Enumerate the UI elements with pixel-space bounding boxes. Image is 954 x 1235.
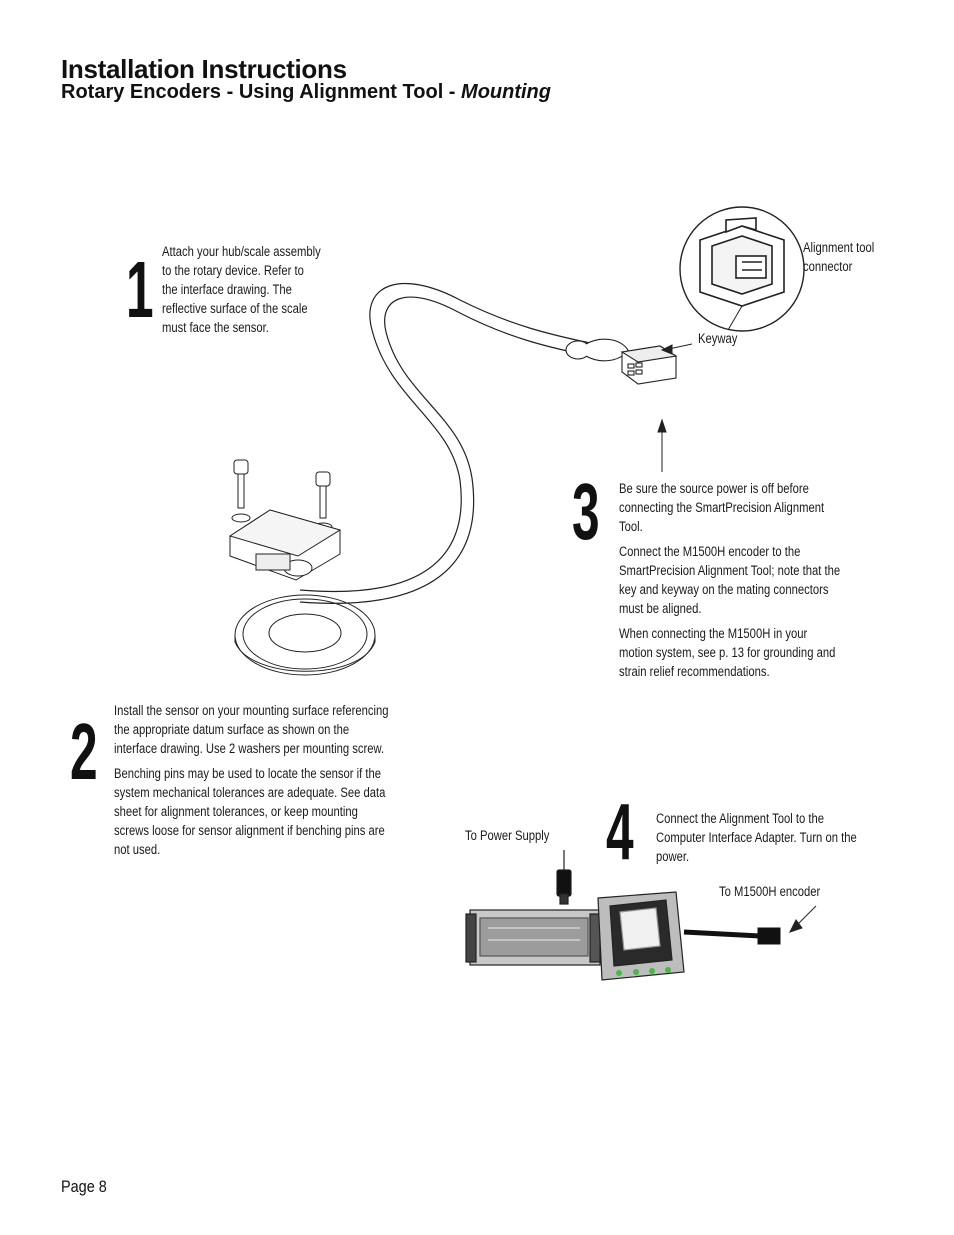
alignment-tool bbox=[597, 891, 685, 981]
power-supply-label: To Power Supply bbox=[465, 828, 550, 843]
step-3-paragraph-3: When connecting the M1500H in your motio… bbox=[619, 626, 836, 679]
keyway-label: Keyway bbox=[698, 331, 738, 346]
step-2-paragraph-1: Install the sensor on your mounting surf… bbox=[114, 703, 389, 756]
encoder-arrow bbox=[789, 905, 817, 933]
page-title: Installation Instructions bbox=[61, 54, 347, 84]
step-2-text: Install the sensor on your mounting surf… bbox=[114, 701, 391, 865]
alignment-tool-connector-label: Alignment tool connector bbox=[803, 240, 875, 274]
connector-magnified-view bbox=[679, 206, 805, 332]
step-1-number: 1 bbox=[126, 245, 154, 334]
step-3-paragraph-2: Connect the M1500H encoder to the SmartP… bbox=[619, 544, 841, 616]
encoder-label: To M1500H encoder bbox=[719, 884, 821, 899]
cable-ferrite bbox=[565, 338, 629, 362]
subtitle-main: Rotary Encoders - Using Alignment Tool - bbox=[61, 81, 462, 103]
step-4-text: Connect the Alignment Tool to the Comput… bbox=[656, 809, 858, 872]
step-2-paragraph-2: Benching pins may be used to locate the … bbox=[114, 766, 386, 857]
step-4-paragraph: Connect the Alignment Tool to the Comput… bbox=[656, 811, 857, 864]
encoder-cable bbox=[299, 283, 601, 604]
step-3-text: Be sure the source power is off before c… bbox=[619, 479, 842, 687]
keyway-arrow bbox=[660, 343, 693, 355]
page-number: Page 8 bbox=[61, 1177, 107, 1196]
step-3-paragraph-1: Be sure the source power is off before c… bbox=[619, 481, 825, 534]
hub-scale-disc bbox=[234, 594, 376, 676]
page-subtitle: Rotary Encoders - Using Alignment Tool -… bbox=[61, 80, 551, 104]
power-plug bbox=[556, 850, 572, 905]
step-3-number: 3 bbox=[572, 467, 600, 556]
step-4-number: 4 bbox=[606, 787, 634, 876]
step-1-text: Attach your hub/scale assembly to the ro… bbox=[162, 242, 322, 343]
sensor-assembly bbox=[228, 459, 342, 581]
step-2-number: 2 bbox=[70, 707, 98, 796]
interface-adapter bbox=[465, 909, 601, 966]
encoder-cable-2 bbox=[683, 927, 781, 945]
subtitle-italic: Mounting bbox=[461, 81, 551, 103]
connector-up-arrow bbox=[657, 418, 667, 472]
step-1-paragraph: Attach your hub/scale assembly to the ro… bbox=[162, 244, 321, 335]
